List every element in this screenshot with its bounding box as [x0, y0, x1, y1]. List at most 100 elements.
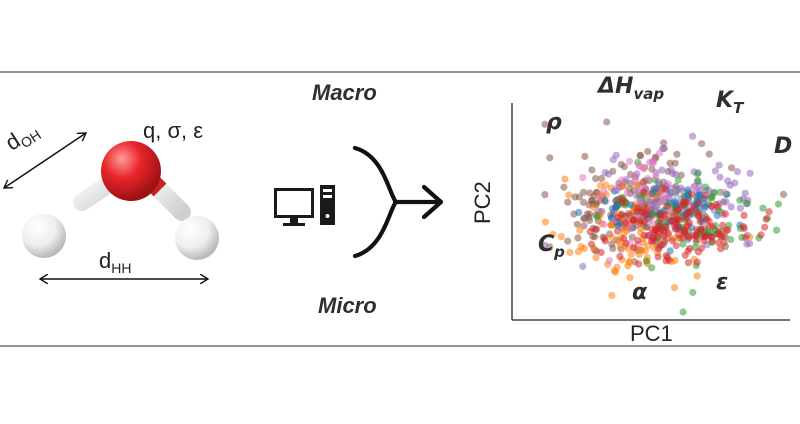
- scatter-point: [683, 214, 691, 222]
- scatter-point: [668, 237, 677, 245]
- micro-label: Micro: [318, 293, 377, 318]
- scatter-point: [702, 183, 710, 191]
- density-label: ρ: [546, 110, 562, 135]
- scatter-point: [541, 120, 549, 128]
- scatter-point: [714, 203, 722, 211]
- scatter-point: [618, 198, 626, 206]
- scatter-point: [605, 257, 613, 265]
- scatter-point: [659, 197, 667, 205]
- scatter-point: [684, 259, 693, 267]
- scatter-point: [564, 198, 572, 206]
- scatter-point: [779, 190, 788, 198]
- scatter-point: [586, 216, 594, 224]
- scatter-point: [635, 250, 643, 259]
- scatter-point: [580, 188, 588, 196]
- scatter-point: [624, 262, 632, 270]
- scatter-point: [774, 200, 783, 208]
- scatter-point: [565, 191, 573, 199]
- scatter-point: [628, 233, 636, 241]
- scatter-point: [708, 223, 716, 231]
- scatter-point: [724, 226, 732, 234]
- scatter-point: [722, 198, 730, 206]
- scatter-point: [609, 244, 617, 252]
- scatter-point: [595, 193, 603, 201]
- scatter-point: [652, 225, 660, 233]
- scatter-point: [588, 197, 596, 205]
- scatter-point: [741, 233, 750, 242]
- scatter-point: [645, 217, 653, 226]
- scatter-point: [724, 177, 732, 185]
- scatter-point: [715, 239, 723, 247]
- scatter-point: [701, 191, 709, 199]
- scatter-point: [648, 264, 656, 272]
- scatter-point: [728, 164, 736, 172]
- scatter-point: [635, 260, 643, 268]
- scatter-point: [575, 208, 583, 216]
- scatter-point: [566, 248, 574, 256]
- scatter-point: [629, 244, 638, 252]
- scatter-point: [717, 245, 725, 253]
- scatter-point: [696, 218, 704, 226]
- scatter-point: [541, 241, 549, 249]
- scatter-point: [618, 176, 626, 184]
- scatter-point: [640, 231, 648, 239]
- scatter-point: [660, 139, 668, 147]
- scatter-point: [587, 240, 596, 248]
- scatter-point: [662, 224, 670, 232]
- scatter-point: [718, 221, 727, 229]
- scatter-point: [714, 227, 722, 235]
- dielectric-label: ε: [716, 270, 729, 295]
- scatter-point: [689, 288, 697, 297]
- scatter-point: [653, 201, 661, 210]
- scatter-point: [564, 237, 572, 245]
- scatter-point: [711, 167, 720, 175]
- scatter-point: [657, 241, 665, 249]
- scatter-point: [672, 224, 680, 232]
- scatter-point: [674, 176, 682, 184]
- hh-distance-label: dHH: [99, 248, 132, 276]
- merge-arrow-upper-branch: [352, 145, 399, 205]
- hydrogen-atom-left: [22, 214, 66, 258]
- scatter-point: [636, 151, 644, 159]
- scatter-point: [627, 224, 635, 232]
- scatter-point: [642, 257, 651, 265]
- scatter-point: [597, 248, 605, 256]
- scatter-point: [739, 223, 748, 231]
- scatter-point: [653, 233, 661, 241]
- scatter-point: [592, 254, 600, 262]
- scatter-point: [693, 272, 701, 280]
- scatter-point: [701, 202, 710, 210]
- scatter-point: [660, 232, 668, 240]
- scatter-point: [689, 132, 697, 140]
- scatter-point: [616, 252, 624, 260]
- scatter-point: [669, 212, 677, 221]
- scatter-point: [765, 208, 773, 216]
- scatter-points: [541, 118, 788, 316]
- scatter-point: [589, 203, 597, 211]
- scatter-point: [626, 274, 634, 282]
- scatter-point: [613, 227, 622, 235]
- scatter-point: [592, 175, 600, 183]
- scatter-point: [609, 156, 617, 164]
- scatter-point: [580, 198, 588, 206]
- scatter-point: [762, 215, 770, 223]
- scatter-point: [654, 253, 662, 261]
- scatter-point: [672, 170, 680, 178]
- scatter-point: [645, 195, 653, 203]
- scatter-point: [612, 184, 620, 192]
- vaporization-enthalpy-label: ΔHvap: [598, 74, 665, 103]
- scatter-point: [703, 215, 711, 223]
- scatter-point: [644, 147, 652, 156]
- scatter-point: [715, 161, 723, 169]
- scatter-point: [583, 210, 591, 218]
- scatter-point: [666, 247, 674, 255]
- scatter-point: [557, 233, 565, 241]
- scatter-point: [574, 234, 582, 242]
- scatter-point: [721, 210, 730, 218]
- y-axis-label: PC2: [470, 181, 495, 224]
- scatter-point: [670, 187, 678, 195]
- scatter-point: [541, 191, 549, 199]
- scatter-point: [685, 244, 694, 253]
- scatter-point: [695, 212, 703, 220]
- scatter-point: [658, 166, 666, 174]
